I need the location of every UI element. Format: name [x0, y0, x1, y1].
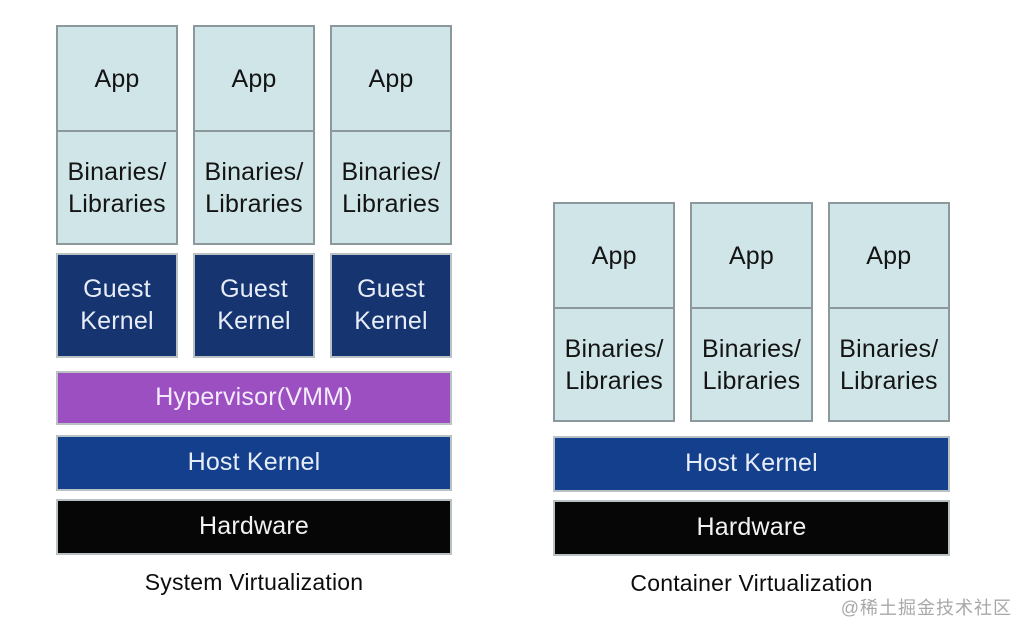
- guest-kernel-box: Guest Kernel: [330, 253, 452, 358]
- binaries-libraries-box: Binaries/ Libraries: [829, 307, 948, 420]
- binaries-libraries-box: Binaries/ Libraries: [692, 307, 811, 420]
- hardware-bar: Hardware: [56, 499, 452, 555]
- host-kernel-bar: Host Kernel: [553, 436, 950, 492]
- system-virtualization-caption: System Virtualization: [144, 569, 364, 595]
- guest-kernel-box: Guest Kernel: [56, 253, 178, 358]
- app-box: App: [94, 64, 140, 93]
- binaries-libraries-box: Binaries/ Libraries: [332, 130, 450, 243]
- app-box: App: [728, 241, 775, 270]
- watermark: @稀土掘金技术社区: [840, 598, 1012, 618]
- vm-column: App Binaries/ Libraries: [56, 25, 178, 245]
- container-column: App Binaries/ Libraries: [827, 202, 950, 422]
- container-columns: App Binaries/ Libraries App Binaries/ Li…: [553, 202, 950, 422]
- guest-kernel-box: Guest Kernel: [193, 253, 315, 358]
- binaries-libraries-box: Binaries/ Libraries: [195, 130, 313, 243]
- app-box: App: [231, 64, 277, 93]
- vm-column: App Binaries/ Libraries: [193, 25, 315, 245]
- app-box: App: [866, 241, 912, 270]
- app-box: App: [591, 241, 637, 270]
- vm-column: App Binaries/ Libraries: [330, 25, 452, 245]
- container-column: App Binaries/ Libraries: [553, 202, 676, 422]
- hypervisor-bar: Hypervisor(VMM): [56, 371, 452, 425]
- container-virtualization-diagram: App Binaries/ Libraries App Binaries/ Li…: [553, 202, 950, 597]
- system-virtualization-diagram: App Binaries/ Libraries App Binaries/ Li…: [56, 25, 452, 596]
- app-box: App: [368, 64, 414, 93]
- guest-kernel-row: Guest Kernel Guest Kernel Guest Kernel: [56, 253, 452, 358]
- binaries-libraries-box: Binaries/ Libraries: [58, 130, 176, 243]
- binaries-libraries-box: Binaries/ Libraries: [555, 307, 674, 420]
- container-virtualization-caption: Container Virtualization: [630, 570, 873, 596]
- host-kernel-bar: Host Kernel: [56, 435, 452, 491]
- vm-columns: App Binaries/ Libraries App Binaries/ Li…: [56, 25, 452, 245]
- hardware-bar: Hardware: [553, 500, 950, 556]
- container-column: App Binaries/ Libraries: [690, 202, 813, 422]
